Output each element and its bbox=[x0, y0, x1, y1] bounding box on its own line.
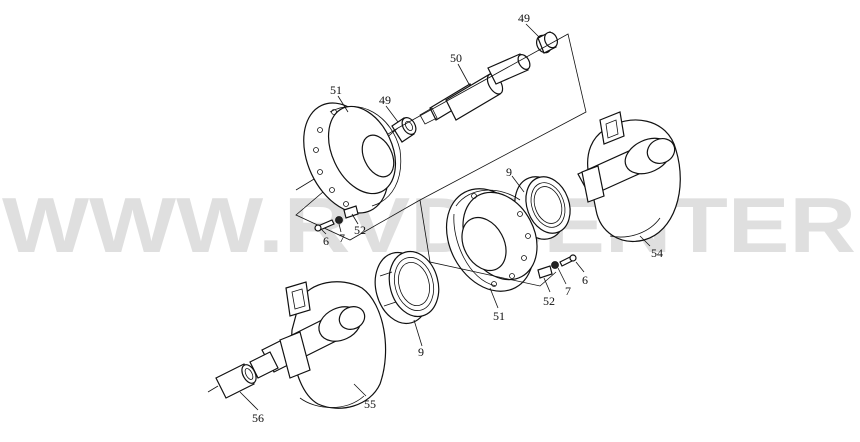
part-52-plate-left bbox=[343, 205, 359, 219]
callout-56: 56 bbox=[252, 411, 264, 425]
callout-49-mid: 49 bbox=[379, 93, 391, 107]
part-7-washer-left bbox=[335, 216, 343, 224]
part-49-top-bushing bbox=[536, 31, 559, 54]
callout-51-bottom: 51 bbox=[493, 309, 505, 323]
callout-7-right: 7 bbox=[565, 284, 571, 298]
part-9-top-bearing bbox=[514, 176, 571, 240]
callout-9-bottom: 9 bbox=[418, 345, 424, 359]
part-51-top-flange bbox=[303, 102, 402, 214]
callout-7-left: 7 bbox=[339, 231, 345, 245]
callout-6-left: 6 bbox=[323, 234, 329, 248]
callout-52-left: 52 bbox=[354, 223, 366, 237]
part-54-crankshaft-upper bbox=[577, 111, 681, 242]
assembly-outline-right bbox=[419, 199, 557, 287]
callout-54: 54 bbox=[651, 246, 663, 260]
callout-51-top: 51 bbox=[330, 83, 342, 97]
part-49-mid-bushing bbox=[391, 117, 417, 143]
callout-49-top: 49 bbox=[518, 11, 530, 25]
part-6-screw-right bbox=[559, 254, 577, 267]
callout-9-top: 9 bbox=[506, 165, 512, 179]
part-55-crankshaft-lower bbox=[249, 281, 387, 409]
part-7-washer-right bbox=[551, 261, 559, 269]
callout-6-right: 6 bbox=[582, 273, 588, 287]
part-56-bushing bbox=[207, 363, 257, 399]
leader-lines bbox=[239, 23, 651, 411]
part-9-bottom-bearing bbox=[374, 250, 440, 325]
callout-55: 55 bbox=[364, 397, 376, 411]
callout-50: 50 bbox=[450, 51, 462, 65]
part-51-bottom-flange bbox=[445, 188, 538, 292]
part-6-screw-left bbox=[314, 219, 335, 232]
part-52-plate-right bbox=[537, 265, 553, 279]
callout-52-right: 52 bbox=[543, 294, 555, 308]
